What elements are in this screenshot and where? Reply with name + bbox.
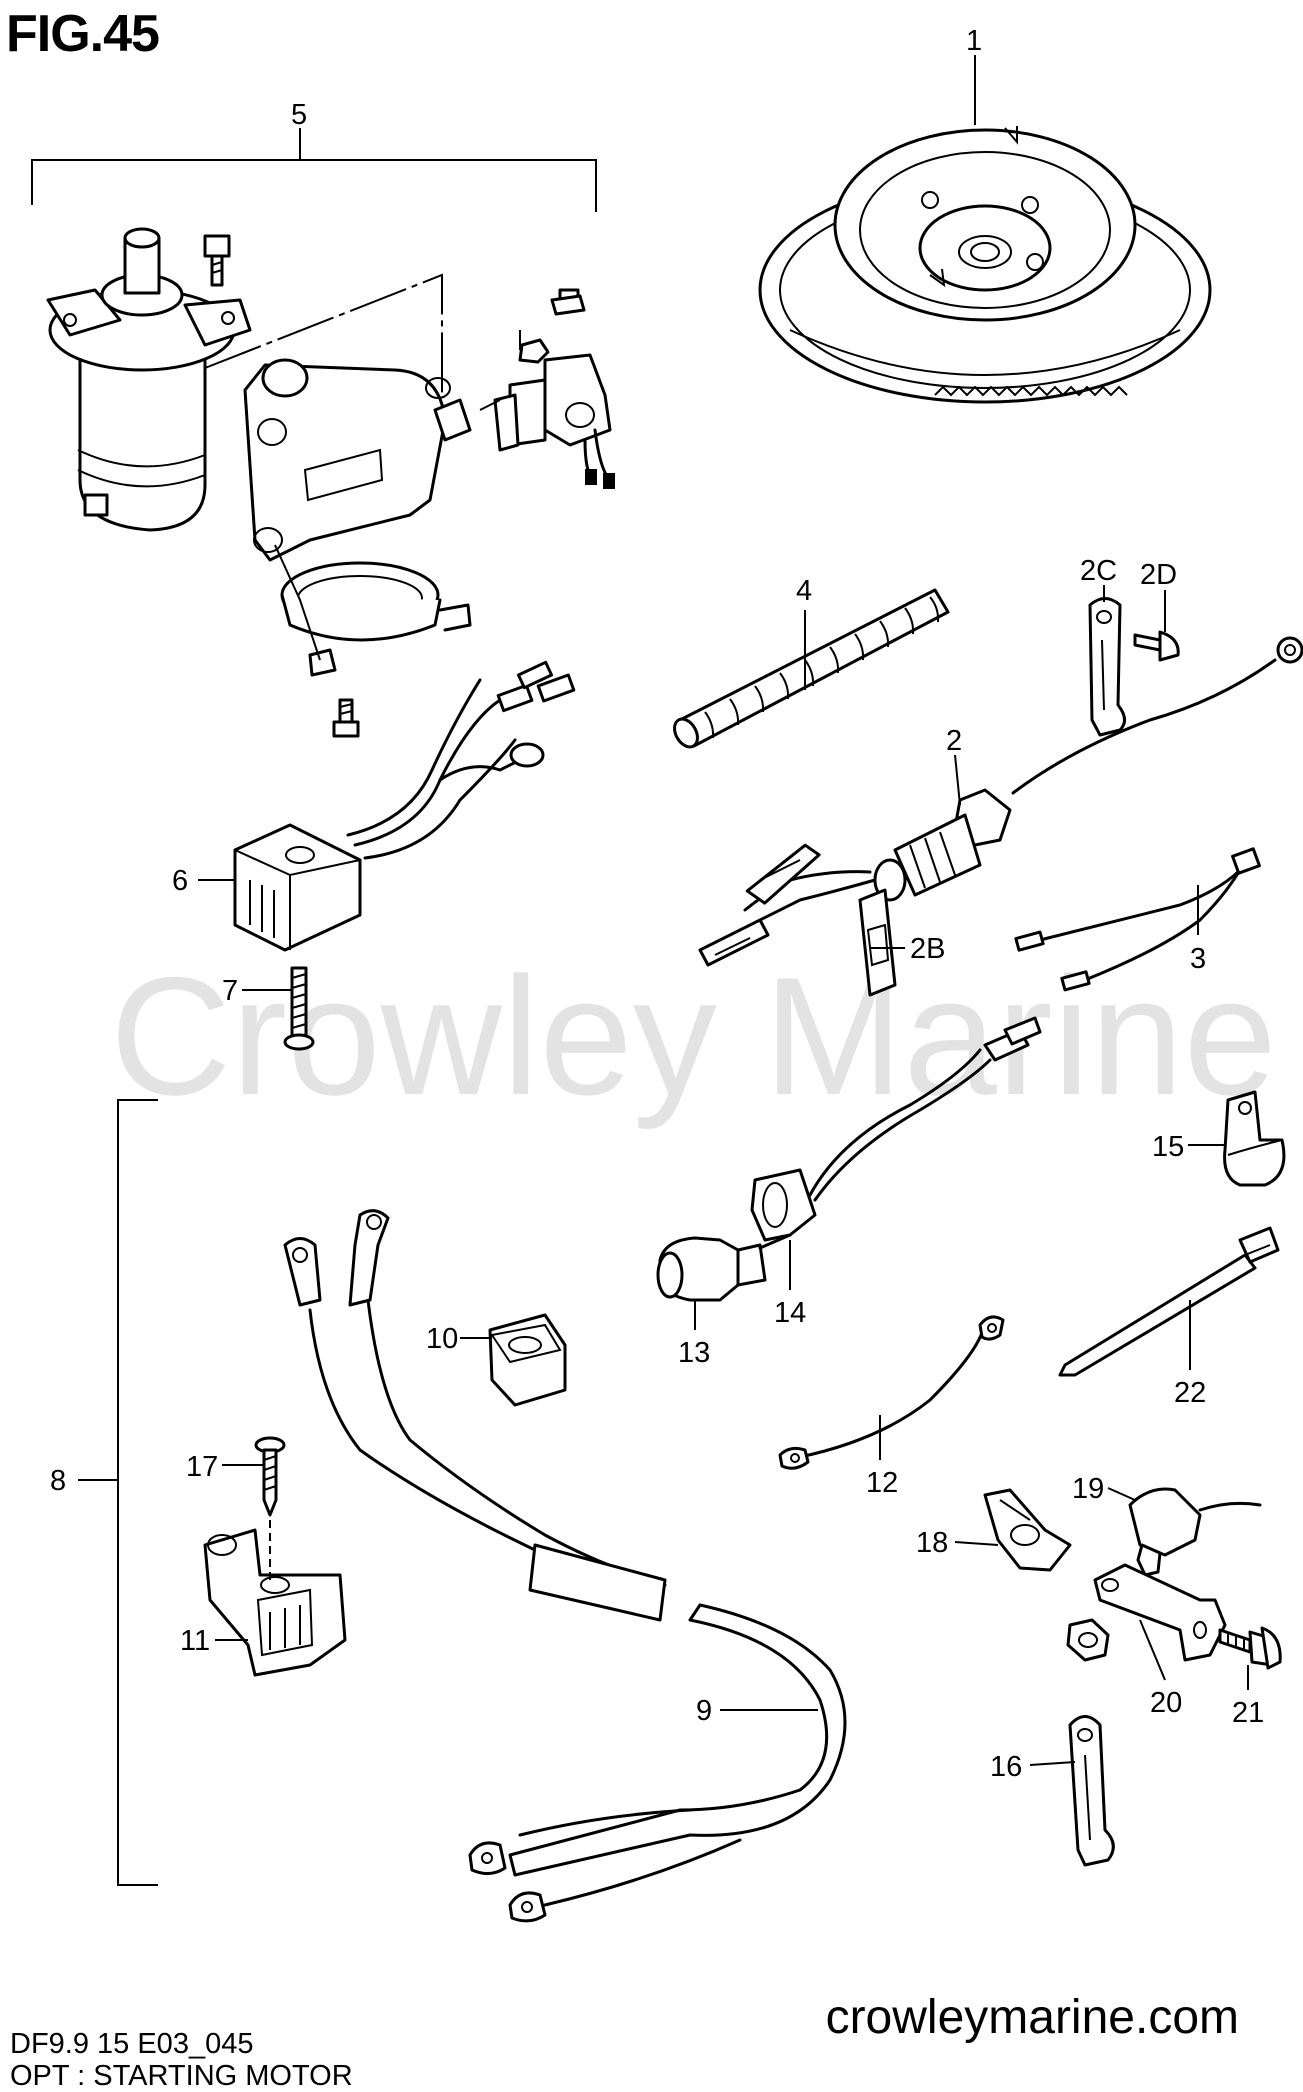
part-2-cable xyxy=(698,636,1303,967)
leader-lines xyxy=(198,55,1249,1766)
callout-2d: 2D xyxy=(1140,559,1177,591)
callout-22: 22 xyxy=(1174,1377,1206,1409)
part-21-bolt xyxy=(1218,1626,1282,1670)
callout-12: 12 xyxy=(866,1467,898,1499)
part-20-plate xyxy=(1093,1563,1227,1662)
callout-2c: 2C xyxy=(1080,555,1117,587)
website-url: crowleymarine.com xyxy=(825,1991,1239,2044)
part-17-screw xyxy=(254,1436,286,1580)
part-18-grommet xyxy=(983,1488,1072,1572)
callout-18: 18 xyxy=(916,1527,948,1559)
bracket-8 xyxy=(78,1099,158,1886)
part-5-starter-motor-assembly xyxy=(46,227,615,738)
part-11-bracket xyxy=(203,1528,347,1677)
part-7-screw xyxy=(283,966,315,1051)
part-15-clamp xyxy=(1223,1090,1286,1187)
figure-code: DF9.9 15 E03_045 xyxy=(10,2028,254,2060)
part-2d-screw xyxy=(1133,630,1180,662)
callout-8: 8 xyxy=(50,1465,66,1497)
callout-14: 14 xyxy=(774,1297,806,1329)
callout-6: 6 xyxy=(172,865,188,897)
part-20-nut xyxy=(1066,1618,1110,1662)
part-12-ground-lead xyxy=(778,1315,1005,1470)
part-2b-clip xyxy=(858,888,897,997)
part-3-wire-lead xyxy=(1014,847,1261,992)
callout-21: 21 xyxy=(1232,1697,1264,1729)
part-19-switch xyxy=(1128,1487,1262,1577)
part-9-battery-cable xyxy=(283,1209,847,1923)
figure-title: FIG.45 xyxy=(6,5,160,63)
figure-subtitle: OPT : STARTING MOTOR xyxy=(10,2060,353,2092)
part-1-flywheel xyxy=(758,126,1212,404)
part-6-relay xyxy=(233,660,576,952)
part-2c-clamp xyxy=(1088,597,1126,737)
callout-1: 1 xyxy=(966,25,982,57)
callout-11: 11 xyxy=(180,1625,210,1657)
callout-4: 4 xyxy=(796,575,812,607)
part-10-grommet xyxy=(488,1313,567,1407)
callout-17: 17 xyxy=(186,1451,218,1483)
callout-15: 15 xyxy=(1152,1131,1184,1163)
callout-9: 9 xyxy=(696,1695,712,1727)
callout-10: 10 xyxy=(426,1323,458,1355)
part-13-socket xyxy=(656,1236,767,1302)
callout-7: 7 xyxy=(222,975,238,1007)
callout-19: 19 xyxy=(1072,1473,1104,1505)
part-16-clamp xyxy=(1068,1715,1115,1867)
callout-5: 5 xyxy=(291,99,307,131)
part-22-cable-tie xyxy=(1058,1226,1280,1377)
callout-2b: 2B xyxy=(910,933,945,965)
part-14-grommet xyxy=(750,1016,1042,1250)
callout-2: 2 xyxy=(946,725,962,757)
callout-labels: 1 2 2B 2C 2D 3 4 5 6 7 8 9 10 11 12 13 1… xyxy=(50,25,1264,1783)
bracket-5 xyxy=(31,128,597,212)
part-4-spiral-tube xyxy=(673,588,950,749)
callout-3: 3 xyxy=(1190,943,1206,975)
callout-16: 16 xyxy=(990,1751,1022,1783)
callout-20: 20 xyxy=(1150,1687,1182,1719)
callout-13: 13 xyxy=(678,1337,710,1369)
